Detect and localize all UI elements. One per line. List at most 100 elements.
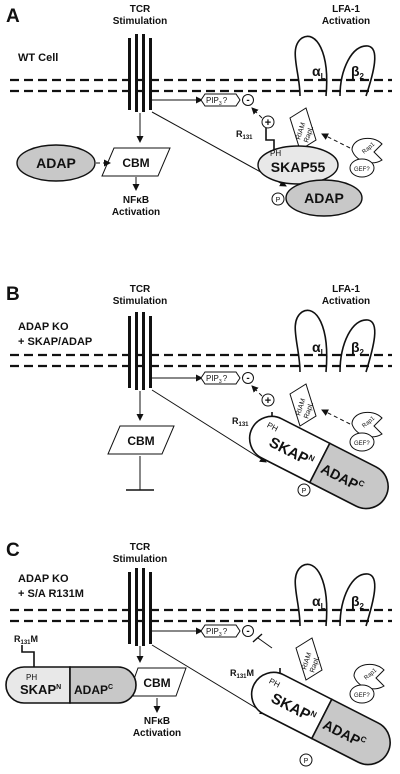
svg-text:RapL: RapL (303, 401, 315, 419)
minus-text: - (246, 95, 249, 106)
tcr-receptor (128, 34, 152, 112)
blocked-link (257, 637, 273, 649)
plus-text: + (265, 395, 271, 407)
beta-subunit: β2 (351, 339, 365, 357)
panel-letter: A (6, 6, 20, 27)
panel-letter: C (6, 540, 20, 561)
cbm-complex: CBM (107, 425, 175, 455)
nfkb-label-2: Activation (133, 728, 181, 739)
adap-left-label: ADAP (36, 155, 76, 171)
alpha-subunit: αL (312, 63, 326, 81)
tcr-label: TCR (130, 542, 151, 553)
tcr-label: TCR (130, 4, 151, 15)
arrow-tcr-fusion (151, 389, 267, 463)
svg-text:PIP3?: PIP3? (206, 96, 228, 107)
phospho-site (271, 192, 285, 206)
phospho-label: P (304, 758, 309, 765)
dash-arrow-rap1 (321, 133, 351, 149)
lfa-label: LFA-1 (332, 4, 360, 15)
phospho-label: P (302, 488, 307, 495)
dash-arrow-pip3 (251, 385, 263, 397)
panel-b: B TCR Stimulation LFA-1 Activation ADAP … (6, 284, 392, 510)
riam-rapl: RIAM RapL (295, 637, 323, 681)
panel-c: C TCR Stimulation ADAP KO + S/A R131M αL… (5, 540, 392, 767)
blocked-bar (252, 633, 263, 643)
pip3-node: PIP3? (200, 371, 241, 385)
minus-sign (242, 94, 254, 106)
svg-text:CBM: CBM (127, 434, 154, 448)
skap55-label: SKAP55 (271, 159, 326, 175)
rap1-gef: Rap1 GEF? (349, 411, 383, 452)
pip3-node: PIP3? (200, 93, 241, 107)
beta-subunit: β2 (351, 63, 365, 81)
minus-text: - (246, 373, 249, 384)
svg-text:GEF?: GEF? (354, 693, 370, 699)
adapc-domain (310, 698, 391, 766)
cbm-complex: CBM (101, 147, 171, 177)
panel-letter: B (6, 284, 20, 305)
lfa1-integrin: αL β2 (294, 35, 376, 97)
skap55-protein (257, 145, 339, 185)
cbm-complex: CBM (127, 667, 187, 697)
phospho-label: P (276, 197, 281, 204)
phospho-site (299, 753, 313, 767)
svg-text:RapL: RapL (309, 655, 321, 673)
nfkb-label-2: Activation (112, 207, 160, 218)
minus-sign (242, 372, 254, 384)
cell-label-2: + SKAP/ADAP (18, 336, 92, 348)
skap-adap-fusion: PH SKAPN ADAPC (248, 415, 389, 510)
minus-text: - (246, 626, 249, 637)
tcr-label-2: Stimulation (113, 554, 167, 565)
r131-linker (265, 128, 275, 152)
plus-text: + (265, 117, 271, 129)
svg-text:CBM: CBM (143, 676, 170, 690)
rap1-gef: Rap1 GEF? (349, 663, 385, 704)
lfa-label-2: Activation (322, 296, 370, 307)
arrow-tcr-fusion (151, 644, 267, 715)
plus-sign (261, 393, 275, 407)
adap-label: ADAP (304, 190, 344, 206)
r131m-left-label: R131M (14, 634, 38, 646)
phospho-site (297, 483, 311, 497)
lfa-label-2: Activation (322, 16, 370, 27)
skapn-label: SKAPN (20, 682, 61, 697)
panel-a: A TCR Stimulation LFA-1 Activation WT Ce… (6, 4, 392, 218)
lfa1-integrin: αL β2 (294, 309, 376, 373)
cell-label: WT Cell (18, 52, 58, 64)
alpha-subunit: αL (312, 339, 326, 357)
dash-arrow-rap1 (321, 409, 351, 425)
svg-text:PIP3?: PIP3? (206, 627, 228, 638)
skapn-domain (5, 666, 71, 704)
minus-sign (242, 625, 254, 637)
lfa1-integrin: αL β2 (294, 563, 376, 627)
skap-adap-fusion-cytosolic: PH SKAPN ADAPC R131M (5, 634, 137, 704)
adapc-domain (308, 442, 389, 510)
adapc-label: ADAPC (74, 683, 113, 697)
dash-arrow-pip3 (251, 107, 263, 119)
ph-domain-label: PH (270, 149, 281, 158)
svg-text:CBM: CBM (122, 156, 149, 170)
rap1-gef: Rap1 GEF? (349, 137, 383, 178)
skapn-domain (250, 671, 333, 740)
lfa-label: LFA-1 (332, 284, 360, 295)
svg-text:PIP3?: PIP3? (206, 374, 228, 385)
r131m-linker (21, 645, 35, 667)
tcr-label-2: Stimulation (113, 296, 167, 307)
cell-label: ADAP KO (18, 321, 69, 333)
tcr-receptor (128, 568, 152, 646)
skap-adap-fusion: PH SKAPN ADAPC (250, 671, 391, 766)
ph-domain-label: PH (26, 673, 37, 682)
cell-label: ADAP KO (18, 573, 69, 585)
riam-rapl: RIAM RapL (289, 383, 317, 427)
adapc-domain (69, 666, 137, 704)
svg-text:RapL: RapL (303, 125, 315, 143)
r131-label: R131 (232, 416, 249, 428)
tcr-label-2: Stimulation (113, 16, 167, 27)
adap-protein-left (16, 144, 96, 182)
skapn-domain (248, 415, 331, 484)
adap-protein (285, 179, 363, 217)
r131-label: R131 (236, 129, 253, 141)
svg-text:GEF?: GEF? (354, 167, 370, 173)
tcr-receptor (128, 312, 152, 390)
